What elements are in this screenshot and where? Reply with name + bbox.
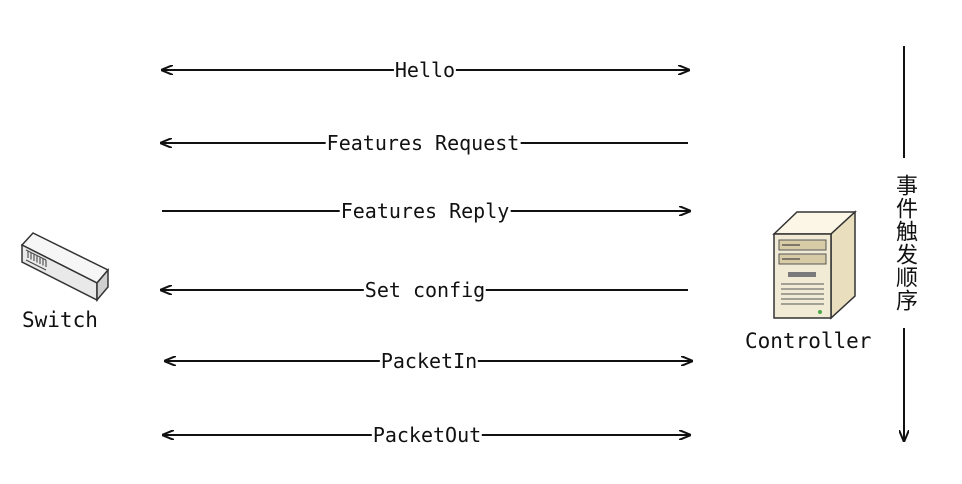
controller-label: Controller (745, 329, 872, 353)
timeline-label: 事件触发顺序 (888, 158, 920, 328)
server-tower-icon (772, 210, 857, 320)
message-label-features-request: Features Request (325, 131, 521, 155)
switch-label: Switch (22, 308, 98, 332)
message-label-set-config: Set config (363, 278, 487, 302)
message-label-hello: Hello (393, 58, 457, 82)
message-label-features-reply: Features Reply (339, 199, 511, 223)
network-switch-icon (20, 232, 110, 303)
message-label-packetout: PacketOut (371, 423, 483, 447)
message-label-packetin: PacketIn (379, 349, 479, 373)
